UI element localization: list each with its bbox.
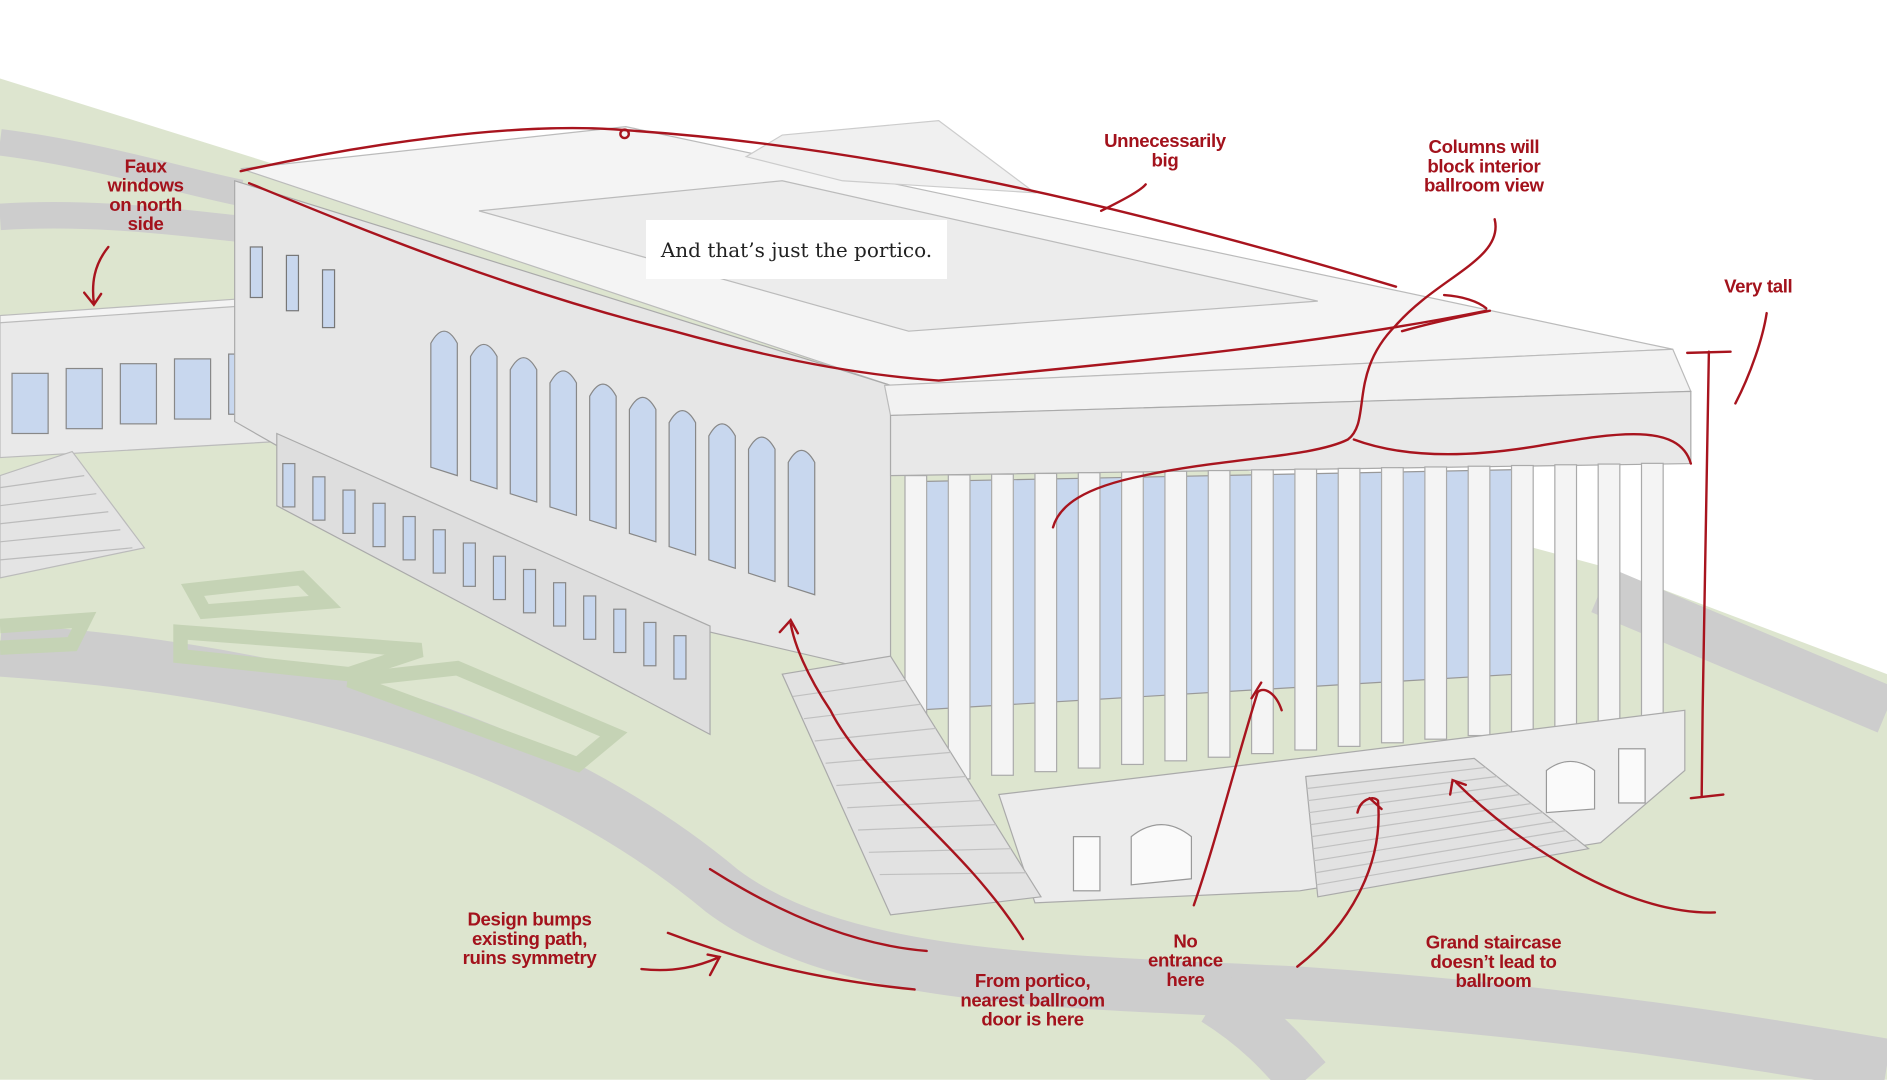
columns — [904, 462, 1664, 784]
stair-step — [868, 848, 1011, 853]
stair-step — [803, 703, 921, 720]
arched-window — [469, 343, 498, 490]
caption-box: And that’s just the portico. — [646, 220, 947, 279]
ground-floor-window — [402, 515, 416, 561]
stair-step — [1314, 821, 1555, 862]
arched-window — [708, 423, 736, 570]
stair-step — [1311, 802, 1532, 838]
stair-step — [1308, 775, 1498, 802]
ground-floor-window — [492, 555, 507, 601]
arched-window — [509, 357, 538, 503]
arched-window — [589, 383, 617, 530]
annotation-marks — [83, 126, 1768, 991]
arched-window — [747, 436, 776, 583]
stair-step — [1312, 811, 1543, 850]
column — [1380, 467, 1404, 744]
column — [1510, 464, 1534, 733]
arched-window — [787, 449, 816, 596]
garden-beds — [0, 570, 628, 773]
column — [1337, 467, 1361, 747]
column — [1207, 469, 1231, 758]
stair-step — [879, 872, 1026, 876]
arched-windows — [430, 330, 816, 596]
stair-step — [858, 824, 996, 831]
stair-step — [1310, 793, 1521, 826]
stair-step — [847, 799, 981, 809]
arched-window — [549, 370, 578, 517]
column — [1597, 463, 1621, 726]
column — [1121, 471, 1144, 766]
arched-window — [668, 410, 697, 556]
stair-step — [836, 775, 966, 787]
label-very-tall: Very tall — [1724, 276, 1792, 297]
ground-floor-window — [643, 621, 657, 667]
stair-step — [792, 679, 906, 698]
lower-windows — [282, 462, 687, 680]
ground-floor-window — [282, 462, 296, 508]
stair-step — [814, 727, 936, 742]
ground-floor-window — [312, 476, 326, 521]
portico — [781, 348, 1692, 916]
arched-window — [628, 396, 657, 543]
column — [1424, 466, 1448, 740]
ground-floor-window — [613, 608, 627, 654]
stair-step — [1309, 784, 1509, 814]
ground-floor-window — [522, 568, 537, 614]
column — [1077, 472, 1101, 769]
stair-step — [1315, 830, 1566, 874]
column — [1467, 465, 1491, 737]
column — [1034, 472, 1058, 773]
ground-floor-window — [583, 595, 597, 640]
column — [1640, 462, 1664, 722]
ground-floor-window — [372, 502, 386, 548]
column — [1250, 469, 1274, 755]
arched-window — [430, 330, 458, 477]
ground-floor-window — [673, 635, 687, 680]
ground-floor-window — [552, 582, 567, 627]
column — [1164, 470, 1188, 762]
ground-floor-window — [462, 542, 476, 587]
column — [1294, 468, 1318, 751]
ground-floor-window — [342, 489, 356, 534]
stair-step — [825, 751, 951, 764]
column — [947, 474, 971, 780]
stair-step — [1306, 766, 1486, 790]
column — [1554, 464, 1578, 729]
column — [991, 473, 1014, 776]
ground-floor-window — [432, 529, 446, 574]
west-staircase — [781, 655, 1042, 916]
